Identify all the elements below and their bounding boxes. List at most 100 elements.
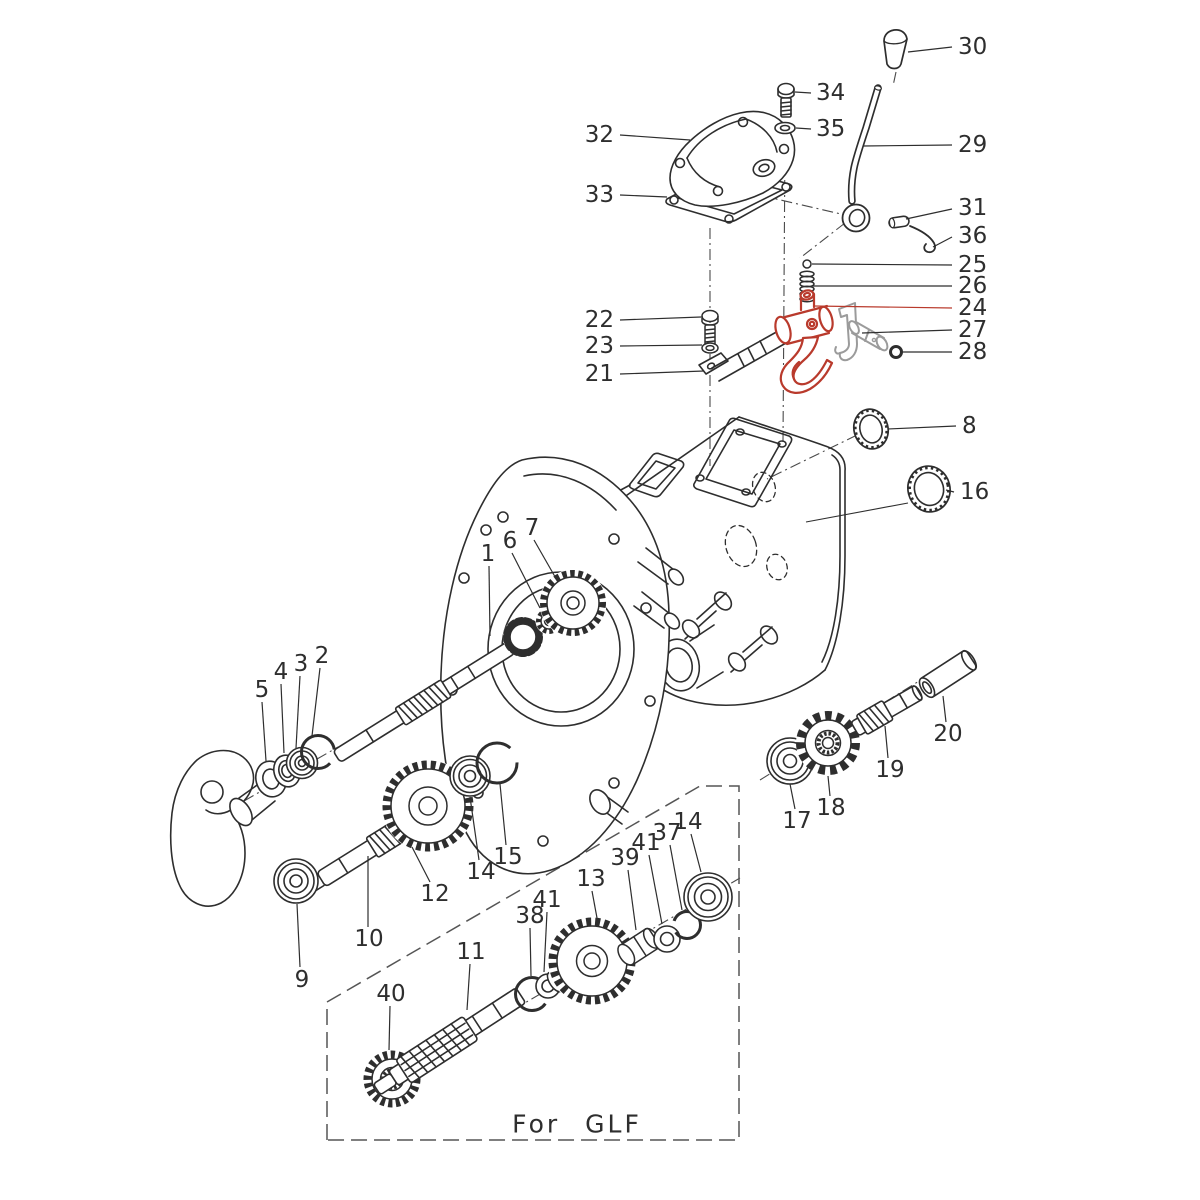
part-label-32: 32: [585, 122, 614, 148]
clutch-housing: [439, 456, 685, 875]
washer-41-right: [653, 925, 681, 953]
transmission-case: [579, 416, 846, 706]
leader-line-11: [466, 963, 471, 1011]
seal-16-mount-line: [805, 502, 909, 523]
part-label-26: 26: [958, 273, 987, 299]
leader-line-4: [280, 683, 285, 754]
snap-ring-2: [300, 734, 336, 770]
input-pinion: [503, 617, 543, 657]
leader-line-31: [905, 208, 953, 220]
leader-line-1: [488, 565, 491, 637]
gear-7: [539, 569, 607, 637]
part-label-37: 37: [652, 820, 681, 846]
part-label-29: 29: [958, 132, 987, 158]
leader-line-35: [795, 127, 812, 130]
part-label-35: 35: [816, 116, 845, 142]
leader-line-37: [669, 844, 683, 911]
glf-shaft-11: [373, 988, 526, 1095]
o-ring: [889, 345, 903, 359]
leader-line-17: [789, 783, 796, 810]
leader-line-3: [295, 675, 301, 749]
part-label-5: 5: [255, 677, 270, 703]
shift-lever-group: [841, 29, 936, 254]
rail-washer: [701, 342, 719, 354]
cover-washer: [774, 121, 796, 135]
idler-sleeve: [918, 649, 978, 699]
leader-line-41b: [648, 854, 663, 925]
part-label-23: 23: [585, 333, 614, 359]
snap-ring-37: [672, 910, 702, 940]
leader-line-5: [261, 701, 267, 762]
cover-bolt: [777, 82, 795, 118]
snap-ring-15: [475, 741, 519, 785]
part-label-14b: 14: [673, 809, 702, 835]
leader-line-20: [942, 695, 947, 723]
input-shaft: [333, 617, 543, 762]
bearing-9: [273, 858, 319, 904]
part-label-13: 13: [576, 866, 605, 892]
gear-18: [796, 711, 860, 775]
part-label-12: 12: [420, 881, 449, 907]
idler-shaft: [851, 685, 923, 736]
leader-line-19: [884, 725, 889, 759]
detent-ball: [802, 259, 812, 269]
part-label-3: 3: [294, 651, 309, 677]
leader-line-2: [311, 667, 321, 737]
leader-line-6: [511, 552, 541, 609]
part-label-36: 36: [958, 223, 987, 249]
part-label-27: 27: [958, 317, 987, 343]
leader-line-16: [945, 489, 955, 493]
fork-pin: [848, 320, 889, 352]
part-label-20: 20: [933, 721, 962, 747]
part-label-41b: 41: [631, 830, 660, 856]
part-label-19: 19: [875, 757, 904, 783]
part-label-30: 30: [958, 34, 987, 60]
leader-line-33: [619, 194, 668, 198]
leader-line-27: [861, 329, 953, 334]
part-label-33: 33: [585, 182, 614, 208]
part-label-14a: 14: [466, 859, 495, 885]
shift-cover: [669, 110, 796, 208]
leader-line-7: [533, 539, 559, 583]
leader-line-23: [619, 344, 703, 347]
part-label-2: 2: [315, 643, 330, 669]
part-label-6: 6: [503, 528, 518, 554]
part-label-11: 11: [456, 939, 485, 965]
lever-pin: [888, 215, 910, 229]
front-bearing-retainer-assembly: [169, 749, 276, 907]
part-label-10: 10: [354, 926, 383, 952]
lock-wire: [909, 225, 936, 254]
leader-line-9: [296, 903, 301, 968]
snap-ring-38: [514, 976, 550, 1012]
fork-bracket: [834, 302, 858, 362]
part-label-28: 28: [958, 339, 987, 365]
part-label-9: 9: [295, 967, 310, 993]
leader-line-8: [887, 425, 957, 430]
leader-line-40: [388, 1005, 391, 1051]
part-label-4: 4: [274, 659, 289, 685]
leader-line-12: [411, 846, 431, 883]
leader-line-18: [827, 775, 831, 797]
bearing-14-glf: [683, 872, 733, 922]
part-label-22: 22: [585, 307, 614, 333]
leader-line-41a: [543, 911, 548, 973]
part-label-7: 7: [525, 515, 540, 541]
oil-seal-8: [852, 408, 890, 450]
part-label-16: 16: [960, 479, 989, 505]
glf-box: [326, 785, 740, 1141]
leader-line-13: [591, 890, 598, 919]
leader-line-21: [619, 370, 705, 375]
rail-bolt: [701, 309, 719, 346]
part-label-38: 38: [515, 903, 544, 929]
shift-fork-highlighted: [774, 289, 834, 394]
glf-caption: For GLF: [512, 1110, 642, 1139]
leader-line-29: [862, 144, 953, 147]
part-label-31: 31: [958, 195, 987, 221]
leader-line-38: [529, 927, 532, 977]
part-label-39: 39: [610, 845, 639, 871]
leader-line-39: [627, 869, 637, 931]
part-label-21: 21: [585, 361, 614, 387]
